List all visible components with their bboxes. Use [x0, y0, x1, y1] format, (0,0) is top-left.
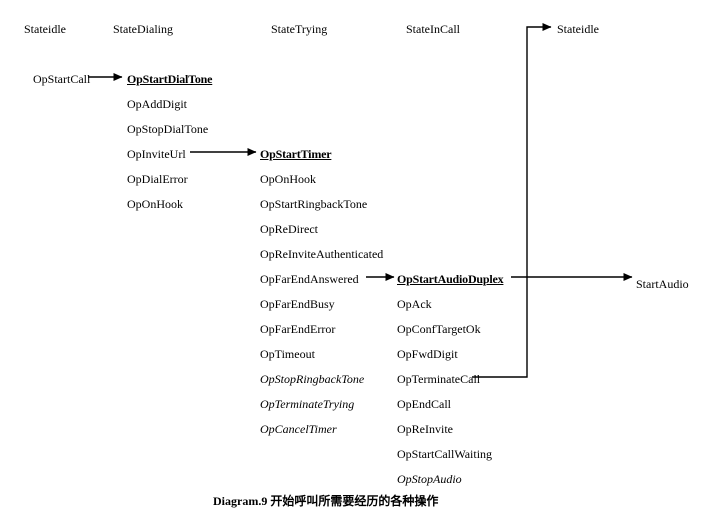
operation-op-terminate-call: OpTerminateCall	[397, 372, 481, 386]
operation-op-invite-url: OpInviteUrl	[127, 147, 186, 161]
operation-op-far-end-error: OpFarEndError	[260, 322, 336, 336]
operation-op-start-ringback-tone: OpStartRingbackTone	[260, 197, 368, 211]
operation-op-start-call: OpStartCall	[33, 72, 91, 86]
operation-op-start-timer: OpStartTimer	[260, 147, 332, 161]
column-header-state-idle: Stateidle	[24, 22, 66, 36]
operation-op-end-call: OpEndCall	[397, 397, 451, 411]
operation-op-ack: OpAck	[397, 297, 432, 311]
operation-op-on-hook-trying: OpOnHook	[260, 172, 316, 186]
operation-op-stop-ringback-tone: OpStopRingbackTone	[260, 372, 365, 386]
operation-op-start-call-waiting: OpStartCallWaiting	[397, 447, 493, 461]
operation-op-redirect: OpReDirect	[260, 222, 318, 236]
operation-op-fwd-digit: OpFwdDigit	[397, 347, 458, 361]
operation-op-far-end-answered: OpFarEndAnswered	[260, 272, 359, 286]
operation-op-stop-dial-tone: OpStopDialTone	[127, 122, 209, 136]
column-header-state-trying: StateTrying	[271, 22, 328, 36]
operation-op-far-end-busy: OpFarEndBusy	[260, 297, 335, 311]
operation-op-terminate-trying: OpTerminateTrying	[260, 397, 355, 411]
operation-op-start-audio-duplex: OpStartAudioDuplex	[397, 272, 504, 286]
operation-op-start-dial-tone: OpStartDialTone	[127, 72, 213, 86]
operation-op-conf-target-ok: OpConfTargetOk	[397, 322, 481, 336]
operation-op-cancel-timer: OpCancelTimer	[260, 422, 337, 436]
operation-op-on-hook-dialing: OpOnHook	[127, 197, 183, 211]
external-label-start-audio: StartAudio	[636, 277, 689, 291]
operation-op-dial-error: OpDialError	[127, 172, 188, 186]
operation-op-stop-audio: OpStopAudio	[397, 472, 462, 486]
column-header-state-idle-return: Stateidle	[557, 22, 599, 36]
connector-terminate-call-to-state-idle	[472, 23, 552, 378]
column-header-state-dialing: StateDialing	[113, 22, 173, 36]
operation-op-timeout: OpTimeout	[260, 347, 315, 361]
operation-op-reinvite: OpReInvite	[397, 422, 453, 436]
column-header-state-incall: StateInCall	[406, 22, 460, 36]
operation-op-add-digit: OpAddDigit	[127, 97, 187, 111]
diagram-caption: Diagram.9 开始呼叫所需要经历的各种操作	[213, 494, 439, 508]
operation-op-reinvite-authenticated: OpReInviteAuthenticated	[260, 247, 384, 261]
